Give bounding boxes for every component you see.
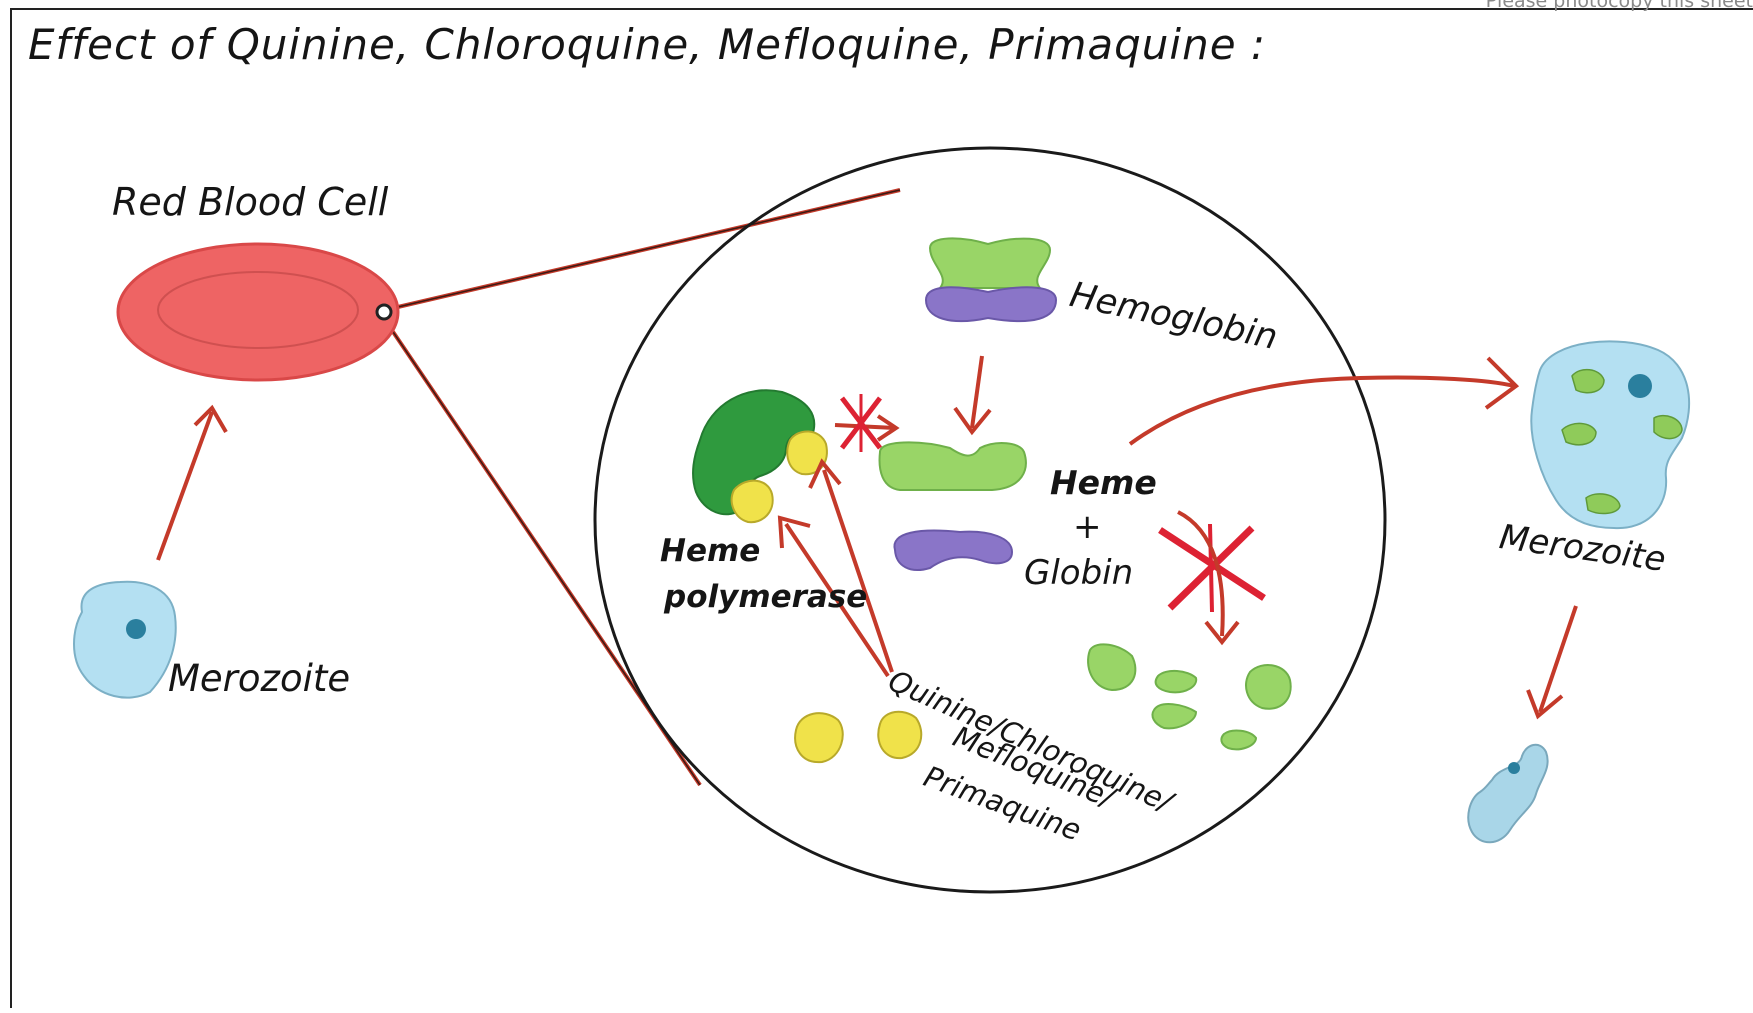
arrow-merozoite-to-rbc [158,408,226,560]
drug-free-2 [878,712,921,758]
label-heme-polymerase-line2: polymerase [664,582,867,613]
label-plus: + [1073,510,1102,544]
label-globin: Globin [1024,556,1133,590]
heme-fragments [1088,644,1291,749]
label-heme: Heme [1050,466,1157,499]
arrow-to-merozoite-right [1130,358,1516,444]
merozoite-left [74,582,176,698]
merozoite-shriveled [1468,745,1547,843]
merozoite-right [1531,341,1689,528]
arrow-drug-to-polymerase-1 [810,462,892,672]
inhibit-x-small [842,394,880,452]
arrow-merozoite-down [1528,606,1576,716]
hemoglobin-molecule [926,238,1056,321]
arrow-hemoglobin-to-heme [955,356,990,432]
label-merozoite-left: Merozoite [168,660,350,697]
inhibit-x-large [1160,524,1264,612]
drug-bound-2 [732,481,773,523]
zoom-line-top-dark [385,190,900,310]
red-blood-cell [118,244,398,380]
globin-molecule [894,531,1012,570]
label-heme-polymerase-line1: Heme [660,536,760,567]
label-red-blood-cell: Red Blood Cell [112,183,388,221]
drug-free-1 [795,713,843,762]
heme-molecule [880,442,1026,490]
